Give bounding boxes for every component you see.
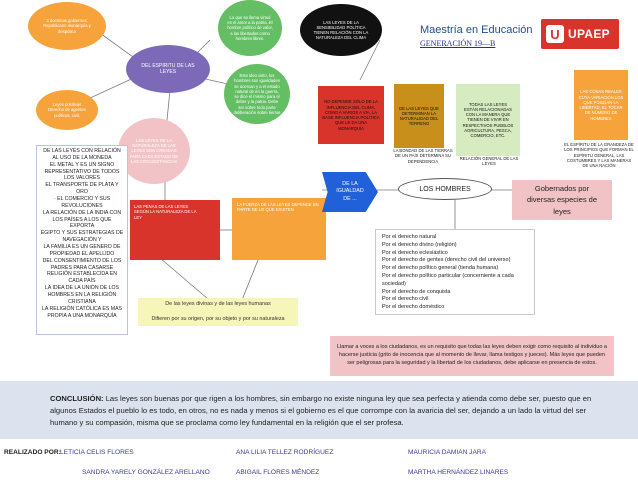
author-name: ANA LILIA TELLEZ RODRÍGUEZ: [236, 449, 334, 456]
node-llamar-a-voces: Llamar a voces a los ciudadanos, es un r…: [330, 336, 614, 376]
conclusion-panel: CONCLUSIÓN: Las leyes son buenas por que…: [0, 381, 638, 439]
node-leyes-estado: LAS LEYES DE LA NATURALEZA DE LAS LEYES …: [118, 118, 190, 184]
node-espiritu-leyes: DEL ESPIRITU DE LAS LEYES: [126, 45, 210, 93]
program-header: Maestría en Educación GENERACIÓN 19—B: [420, 24, 536, 48]
list-item: EL TRANSPORTE DE PLATA Y ORO: [45, 182, 119, 196]
node-cosas-reales: LAS COSAS REALES CUYA VARIACIÓN LOS QUE …: [574, 70, 628, 140]
program-title: Maestría en Educación: [420, 24, 533, 36]
node-no-depende-clima: NO DEPENDE SÓLO DE LA INFLUENCIA DEL CLI…: [318, 86, 384, 144]
node-leyes-divinas: De las leyes divinas y de las leyes huma…: [138, 298, 298, 326]
conclusion-body: Las leyes son buenas por que rigen a los…: [50, 394, 592, 427]
node-espiritu-general: EL ESPÍRITU DE LA GRANDEZA DE LOS PRINCI…: [564, 142, 634, 168]
list-item: Por el derecho de conquista: [382, 288, 451, 295]
rights-list: Por el derecho natural Por el derecho di…: [375, 229, 535, 315]
list-item: · EL COMERCIO Y SUS REVOLUCIONES: [53, 196, 111, 209]
left-notes-list: DE LAS LEYES CON RELACIÓN AL USO DE LA M…: [36, 145, 128, 335]
list-item: EGIPTO Y SUS ESTRATEGIAS DE NAVEGACIÓN Y: [40, 230, 124, 244]
node-los-hombres: LOS HOMBRES: [398, 178, 492, 200]
list-item: LA IDEA DE LA UNIÓN DE LOS HOMBRES EN LA…: [44, 285, 120, 305]
node-virtud: Lo que se llama virtud es el amor a la p…: [218, 0, 282, 56]
list-item: Por el derecho civil: [382, 296, 429, 303]
footer-label: REALIZADO POR:: [4, 449, 61, 456]
author-name: SANDRA YARELY GONZÁLEZ ARELLANO: [82, 469, 210, 476]
list-item: Por el derecho político particular (conc…: [382, 272, 514, 287]
node-manera-vivir: TODAS LAS LEYES ESTÁN RELACIONADAS CON L…: [456, 84, 520, 156]
list-item: DE LAS LEYES CON RELACIÓN AL USO DE LA M…: [43, 148, 121, 161]
node-bondad-tierras: LA BONDAD DE LAS TIERRAS DE UN PAÍS DETE…: [393, 148, 453, 164]
node-estado-natural: Esto ideo visto, los hombres son igualda…: [224, 64, 290, 124]
list-item: Por el derecho doméstico: [382, 304, 445, 311]
node-sensibilidad-clima: LAS LEYES DE LA SENSIBILIDAD POLÍTICA TI…: [300, 4, 382, 56]
node-leyes-positivas: Leyes positivas Derecho de agentes polít…: [36, 90, 98, 130]
logo-emblem: U: [546, 25, 564, 43]
list-item: Por el derecho divino (religión): [382, 241, 457, 248]
authors-footer: REALIZADO POR: LETICIA CELIS FLORES ANA …: [0, 439, 638, 493]
node-igualdad: DE LA IGUALDAD DE ...: [322, 172, 378, 212]
conclusion-label: CONCLUSIÓN:: [50, 394, 104, 403]
node-penas: LAS PENAS DE LAS LEYES SEGÚN LA NATURALE…: [130, 200, 220, 260]
author-name: MAURICIA DAMIAN JARA: [408, 449, 487, 456]
list-item: LA FAMILIA ES UN GENERO DE PROPIEDAD EL …: [43, 244, 121, 257]
logo-text: UPAEP: [568, 27, 610, 41]
upaep-logo: U UPAEP: [541, 19, 619, 49]
node-gobernados: Gobernados por diversas especies de leye…: [512, 180, 612, 220]
author-name: MARTHA HERNÁNDEZ LINARES: [408, 469, 509, 476]
node-naturaleza-terreno: DE LAS LEYES QUE DETERMINAN LA NATURALID…: [394, 84, 444, 148]
node-doctrinas: 3 doctrinas gobiernos: Republicano monar…: [28, 2, 106, 50]
program-subtitle: GENERACIÓN 19—B: [420, 39, 496, 48]
list-item: Por el derecho de gentes (derecho civil …: [382, 257, 511, 264]
list-item: Por el derecho eclesiástico: [382, 249, 448, 256]
conclusion-text: CONCLUSIÓN: Las leyes son buenas por que…: [50, 393, 610, 428]
list-item: EL METAL Y ES UN SIGNO REPRESENTATIVO DE…: [44, 161, 120, 182]
list-item: LA RELIGIÓN CATÓLICA ES MAS PROPIA A UNA…: [41, 305, 123, 319]
list-item: Por el derecho natural: [382, 234, 437, 240]
list-item: RELIGIÓN ESTABLECIDA EN CADA PAÍS: [47, 271, 117, 285]
node-relacion-general: RELACIÓN GENERAL DE LAS LEYES: [459, 156, 519, 167]
list-item: LA RELACIÓN DE LA INDIA CON LOS PAÍSES A…: [42, 209, 122, 230]
author-name: LETICIA CELIS FLORES: [60, 449, 134, 456]
author-name: ABIGAIL FLORES MÉNDEZ: [236, 469, 320, 476]
list-item: Por el derecho político general (tienda …: [382, 265, 499, 272]
list-item: DEL CONSENTIMIENTO DE LOS PADRES PARA CA…: [42, 257, 122, 271]
node-fuerza-leyes: LA FUERZA DE LAS LEYES DEPENDE EN PARTE …: [232, 198, 326, 260]
